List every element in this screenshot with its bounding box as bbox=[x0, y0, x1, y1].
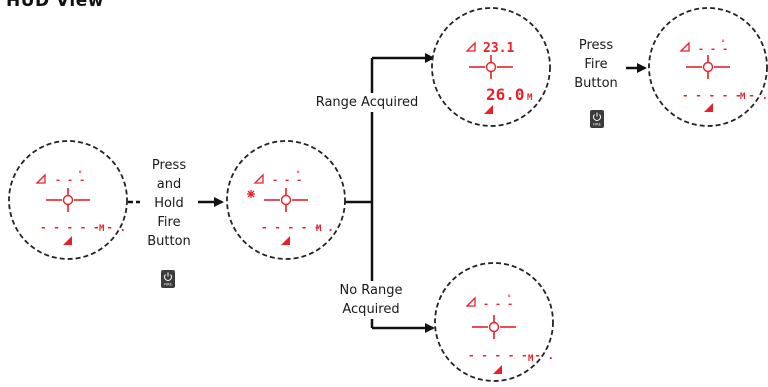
svg-text:- - -: - - - bbox=[272, 175, 302, 186]
battery-icon bbox=[281, 236, 290, 245]
label-no-range: No Range Acquired bbox=[326, 281, 416, 319]
svg-text:- - - - - - .: - - - - - - . bbox=[40, 221, 126, 234]
range-value: 26.0 bbox=[486, 85, 525, 104]
svg-text:M: M bbox=[740, 92, 746, 102]
svg-text:- - -: - - - bbox=[55, 175, 85, 186]
svg-text:M: M bbox=[316, 224, 322, 234]
diagram-title: HUD View bbox=[6, 0, 104, 11]
angle-icon bbox=[35, 173, 46, 184]
svg-text:- - -: - - - bbox=[483, 299, 513, 310]
svg-text:- - - - - .: - - - - - . bbox=[261, 221, 334, 234]
label-range-acquired: Range Acquired bbox=[302, 93, 432, 112]
svg-text:°: ° bbox=[507, 294, 511, 302]
battery-icon bbox=[493, 365, 502, 374]
svg-text:FIRE: FIRE bbox=[164, 283, 172, 287]
battery-icon bbox=[63, 236, 72, 245]
label-press-fire: Press Fire Button bbox=[574, 38, 618, 91]
svg-text:°: ° bbox=[721, 39, 725, 47]
hud-view-no-range: - - - ° - - - - - - . M bbox=[434, 262, 554, 382]
svg-text:FIRE: FIRE bbox=[593, 123, 601, 127]
power-icon: FIRE bbox=[164, 272, 172, 287]
angle-icon bbox=[679, 41, 690, 52]
angle-icon bbox=[253, 173, 264, 184]
fire-button-icon: FIRE bbox=[590, 110, 604, 128]
hud-view-ranging: - - - ° - - - - - . M bbox=[226, 140, 346, 260]
power-icon: FIRE bbox=[593, 112, 601, 127]
angle-icon bbox=[465, 41, 476, 52]
svg-text:- - -: - - - bbox=[698, 44, 728, 55]
battery-icon bbox=[704, 103, 713, 112]
angle-value: 23.1 bbox=[483, 41, 514, 56]
hud-view-off: - - - ° - - - - - - . M bbox=[8, 140, 128, 260]
laser-icon bbox=[247, 190, 255, 198]
svg-text:M: M bbox=[528, 354, 534, 364]
svg-text:°: ° bbox=[296, 170, 300, 178]
battery-icon bbox=[484, 105, 493, 114]
fire-button-icon: FIRE bbox=[161, 270, 175, 288]
svg-text:°: ° bbox=[78, 170, 82, 178]
angle-icon bbox=[465, 296, 476, 307]
hud-view-range-acquired: 23.1 26.0 M bbox=[431, 7, 551, 127]
placeholder-unit: M bbox=[99, 224, 105, 234]
range-unit: M bbox=[527, 93, 533, 103]
label-press-hold: Press and Hold Fire Button bbox=[147, 158, 191, 249]
svg-text:- - - - - - .: - - - - - - . bbox=[682, 89, 768, 102]
svg-text:- - - - - - .: - - - - - - . bbox=[468, 349, 554, 362]
hud-view-reset: - - - ° - - - - - - . M bbox=[648, 7, 768, 127]
